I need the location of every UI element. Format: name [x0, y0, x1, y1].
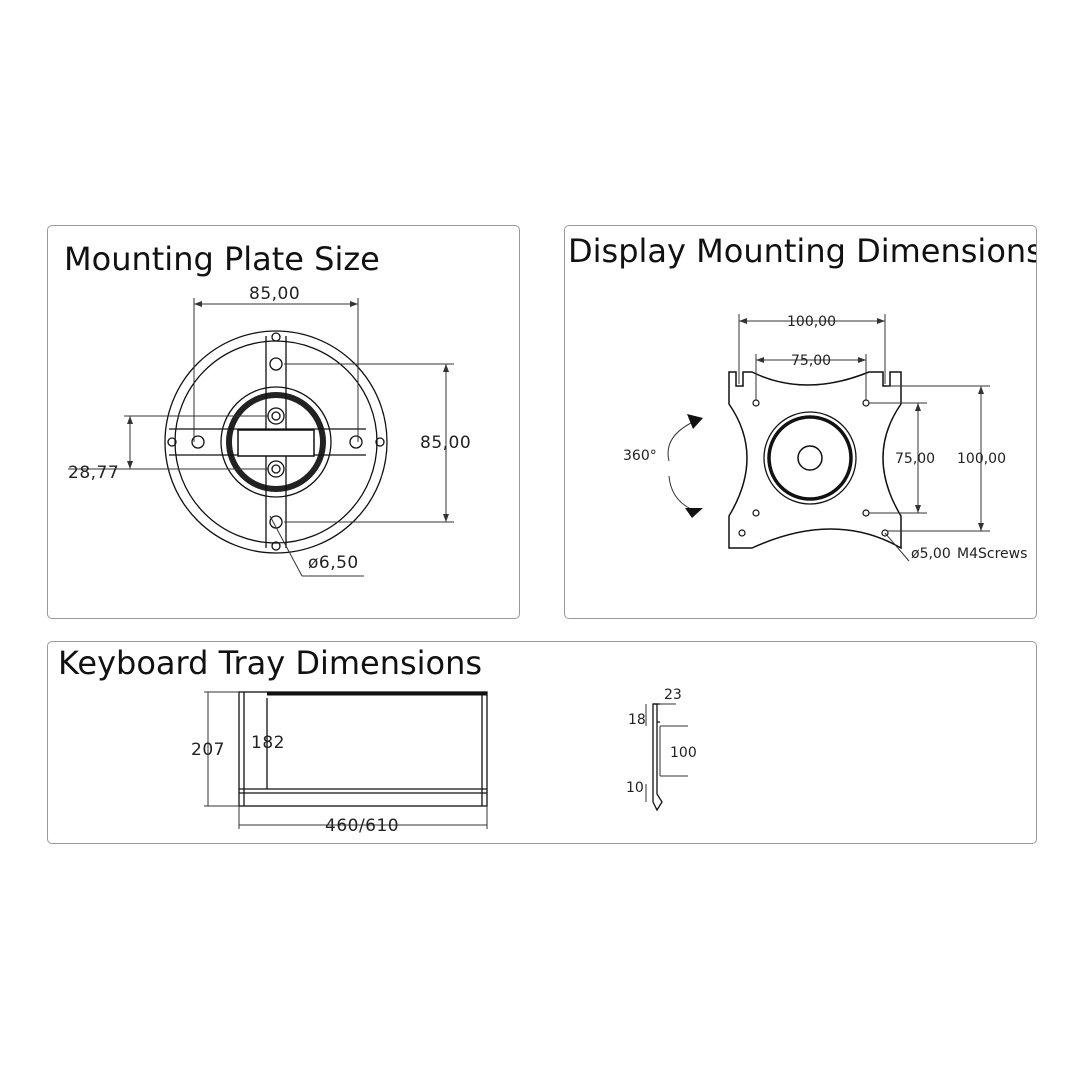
- keyboard-width-label: 460/610: [325, 816, 399, 836]
- keyboard-height-label: 207: [191, 740, 225, 760]
- display-rotation-label: 360°: [623, 448, 657, 464]
- display-inner-height-label: 75,00: [895, 451, 935, 467]
- display-outer-width-label: 100,00: [787, 314, 836, 330]
- keyboard-tray-title: Keyboard Tray Dimensions: [58, 644, 483, 682]
- display-mounting-panel: Display Mounting Dimensions: [564, 225, 1037, 619]
- keyboard-inner-height-label: 182: [251, 733, 285, 753]
- profile-left-label: 18: [628, 712, 646, 728]
- keyboard-tray-drawing: 207 182 460/610 23 18 100 10: [191, 687, 697, 836]
- display-mounting-title: Display Mounting Dimensions: [568, 232, 1037, 270]
- display-hole-label: ø5,00: [911, 546, 951, 562]
- mounting-hole-label: ø6,50: [308, 553, 359, 573]
- mounting-plate-panel: Mounting Plate Size: [47, 225, 520, 619]
- keyboard-tray-panel: Keyboard Tray Dimensions 207 182 460/610: [47, 641, 1037, 844]
- display-inner-width-label: 75,00: [791, 353, 831, 369]
- profile-top-label: 23: [664, 687, 682, 703]
- mounting-plate-title: Mounting Plate Size: [64, 240, 380, 278]
- profile-mid-label: 100: [670, 745, 697, 761]
- mounting-offset-label: 28,77: [68, 463, 119, 483]
- mounting-width-label: 85,00: [249, 284, 300, 304]
- display-screws-label: M4Screws: [957, 546, 1027, 562]
- display-mounting-drawing: 100,00 75,00 75,00 100,00 360° ø5,00 M4S…: [623, 314, 1027, 562]
- mounting-plate-drawing: 85,00 85,00 28,77 ø6,50: [68, 284, 471, 577]
- profile-bottom-label: 10: [626, 780, 644, 796]
- display-outer-height-label: 100,00: [957, 451, 1006, 467]
- mounting-height-label: 85,00: [420, 433, 471, 453]
